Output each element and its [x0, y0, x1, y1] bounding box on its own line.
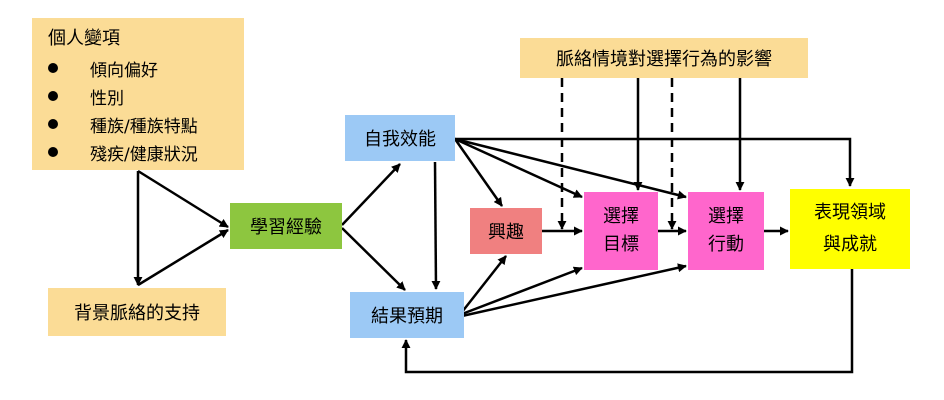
performance-attainment-box: 表現領域 與成就 [790, 189, 910, 269]
list-item: 傾向偏好 [48, 54, 198, 82]
list-item: 性別 [48, 82, 198, 110]
outcome-expectation-box: 結果預期 [350, 292, 464, 338]
arrow-selfefficacy-to-outcome [431, 161, 441, 290]
interest-box: 興趣 [470, 208, 542, 254]
arrow-personal-to-learning [137, 169, 229, 229]
choice-goal-box: 選擇 目標 [584, 192, 658, 270]
personal-variables-box: 個人變項 傾向偏好 性別 種族/種族特點 殘疾/健康狀況 [32, 18, 244, 170]
arrow-performance-feedback-to-outcome [401, 269, 854, 374]
bullet-icon [48, 91, 58, 101]
personal-variables-title: 個人變項 [48, 28, 120, 49]
bullet-icon [48, 119, 58, 129]
arrow-learning-to-selfefficacy [341, 163, 401, 226]
arrow-outcome-to-goal [461, 266, 583, 316]
list-item: 種族/種族特點 [48, 110, 198, 138]
context-influence-box: 脈絡情境對選擇行為的影響 [520, 38, 808, 78]
bullet-icon [48, 63, 58, 73]
arrow-outcome-to-interest [461, 255, 507, 313]
arrow-selfefficacy-to-interest [453, 138, 504, 207]
arrow-selfefficacy-to-performance [455, 137, 855, 187]
learning-experience-box: 學習經驗 [230, 203, 342, 249]
arrow-background-to-learning [137, 228, 229, 287]
background-support-box: 背景脈絡的支持 [48, 288, 226, 336]
arrow-outcome-to-action [461, 263, 687, 318]
list-item: 殘疾/健康狀況 [48, 138, 198, 166]
self-efficacy-box: 自我效能 [345, 115, 455, 161]
arrow-learning-to-outcome [341, 227, 406, 291]
arrow-selfefficacy-to-action [454, 137, 687, 200]
choice-action-box: 選擇 行動 [688, 192, 764, 270]
personal-variables-list: 傾向偏好 性別 種族/種族特點 殘疾/健康狀況 [48, 54, 198, 166]
bullet-icon [48, 147, 58, 157]
